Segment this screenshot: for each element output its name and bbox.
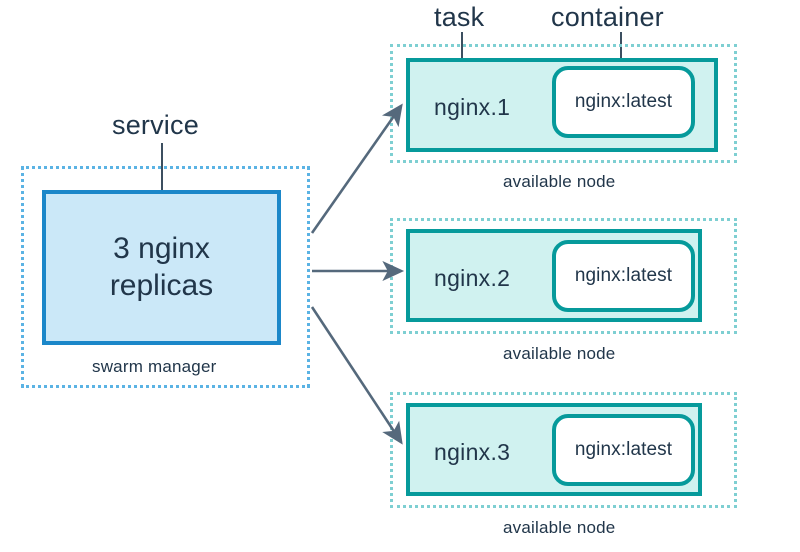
container-box-1[interactable]: nginx:latest — [552, 66, 695, 138]
task-label-3: nginx.3 — [434, 439, 511, 465]
container-label-3: nginx:latest — [574, 439, 673, 460]
arrow-service-to-node-1 — [310, 103, 403, 234]
service-box-text: 3 nginx replicas — [46, 194, 277, 341]
available-node-caption-1: available node — [503, 172, 616, 191]
service-box[interactable]: 3 nginx replicas — [42, 190, 281, 345]
service-replicas-line-2: replicas — [109, 268, 214, 302]
available-node-caption-3: available node — [503, 518, 616, 537]
service-replicas-line-1: 3 nginx — [113, 231, 210, 265]
available-node-zone-3 — [390, 392, 737, 508]
available-node-caption-2: available node — [503, 344, 616, 363]
container-box-2[interactable]: nginx:latest — [552, 240, 695, 312]
callout-label-service: service — [112, 110, 199, 140]
arrow-service-to-node-3 — [310, 306, 403, 445]
swarm-manager-zone — [21, 166, 310, 388]
container-label-2: nginx:latest — [574, 265, 673, 286]
leader-line-service — [161, 143, 163, 229]
swarm-manager-caption: swarm manager — [92, 357, 217, 376]
container-box-3[interactable]: nginx:latest — [552, 414, 695, 486]
task-label-1: nginx.1 — [434, 94, 511, 120]
task-label-2: nginx.2 — [434, 265, 511, 291]
callout-label-task: task — [434, 2, 485, 32]
callout-label-container: container — [551, 2, 664, 32]
container-label-1: nginx:latest — [574, 91, 673, 112]
